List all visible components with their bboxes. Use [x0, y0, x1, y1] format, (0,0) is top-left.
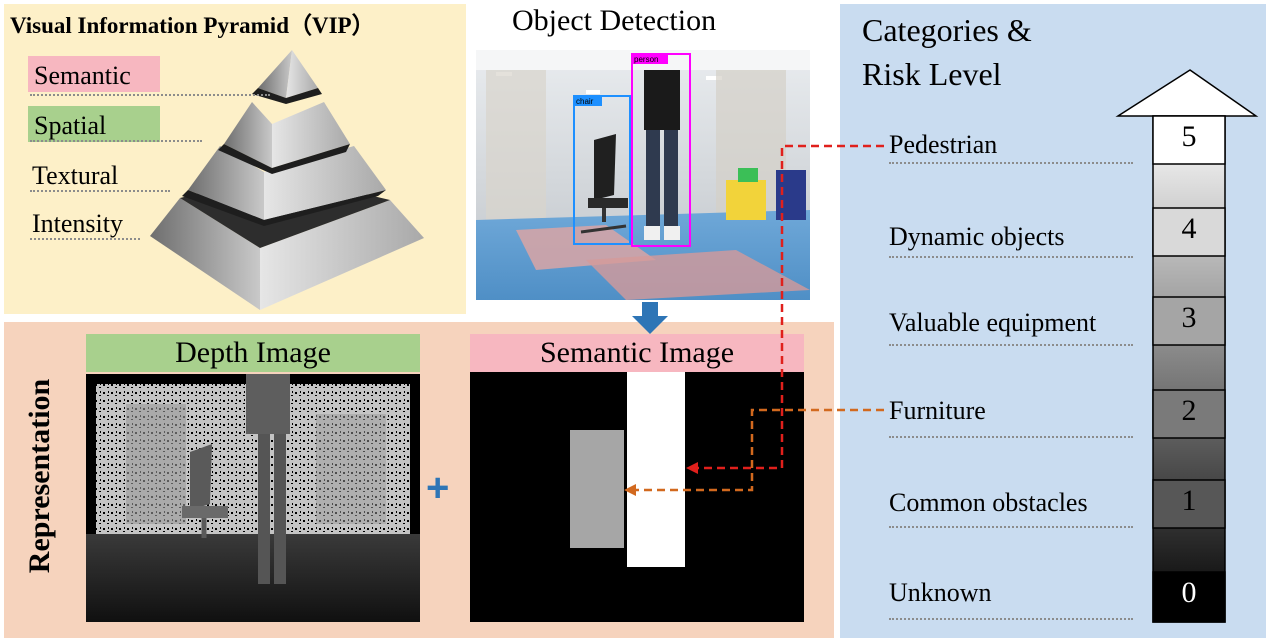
category-guide: [889, 344, 1133, 346]
risk-level-1: 1: [1181, 484, 1197, 517]
level-intensity: Intensity: [32, 209, 123, 238]
semantic-image-title: Semantic Image: [470, 334, 804, 372]
category-guide: [889, 256, 1133, 258]
category-furniture: Furniture: [889, 396, 986, 425]
category-valuable-equipment: Valuable equipment: [889, 308, 1097, 337]
level-semantic: Semantic: [28, 56, 160, 96]
depth-title-bg: [86, 334, 420, 372]
category-guide: [889, 436, 1133, 438]
level-spatial: Spatial: [28, 106, 160, 146]
category-pedestrian: Pedestrian: [889, 130, 998, 159]
semantic-guide: [30, 94, 270, 96]
textural-guide: [30, 190, 170, 192]
person-box-label: person: [634, 55, 658, 64]
person-mask: [627, 372, 685, 567]
intensity-guide: [30, 238, 140, 240]
category-common-obstacles: Common obstacles: [889, 488, 1088, 517]
semantic-highlight: [28, 56, 160, 92]
level-textural: Textural: [32, 161, 119, 190]
scale-arrow-head-icon: [1115, 69, 1259, 117]
risk-level-0: 0: [1181, 576, 1197, 609]
depth-image: [86, 374, 420, 622]
representation-label: Representation: [23, 378, 56, 574]
pyramid-graphic: [150, 50, 424, 310]
category-guide: [889, 618, 1133, 620]
depth-image-title: Depth Image: [86, 334, 420, 372]
risk-scale: [1115, 69, 1259, 623]
plus-sign: +: [426, 466, 450, 510]
category-dynamic-objects: Dynamic objects: [889, 222, 1065, 251]
categories-title: Categories & Risk Level: [862, 12, 1032, 92]
risk-level-3: 3: [1181, 301, 1197, 334]
risk-level-2: 2: [1181, 394, 1197, 427]
object-detection-title: Object Detection: [512, 4, 717, 37]
down-arrow-icon: [632, 302, 668, 334]
chair-mask: [570, 430, 624, 548]
semantic-image: [470, 372, 804, 622]
chair-box-label: chair: [576, 97, 594, 106]
detection-photo: person chair: [476, 50, 810, 300]
spatial-highlight: [28, 106, 160, 142]
category-guide: [889, 526, 1133, 528]
risk-level-4: 4: [1181, 212, 1197, 245]
risk-level-5: 5: [1181, 120, 1197, 153]
spatial-guide: [30, 140, 202, 142]
category-unknown: Unknown: [889, 578, 992, 607]
vip-title: Visual Information Pyramid（VIP）: [10, 13, 375, 38]
category-guide: [889, 162, 1133, 164]
